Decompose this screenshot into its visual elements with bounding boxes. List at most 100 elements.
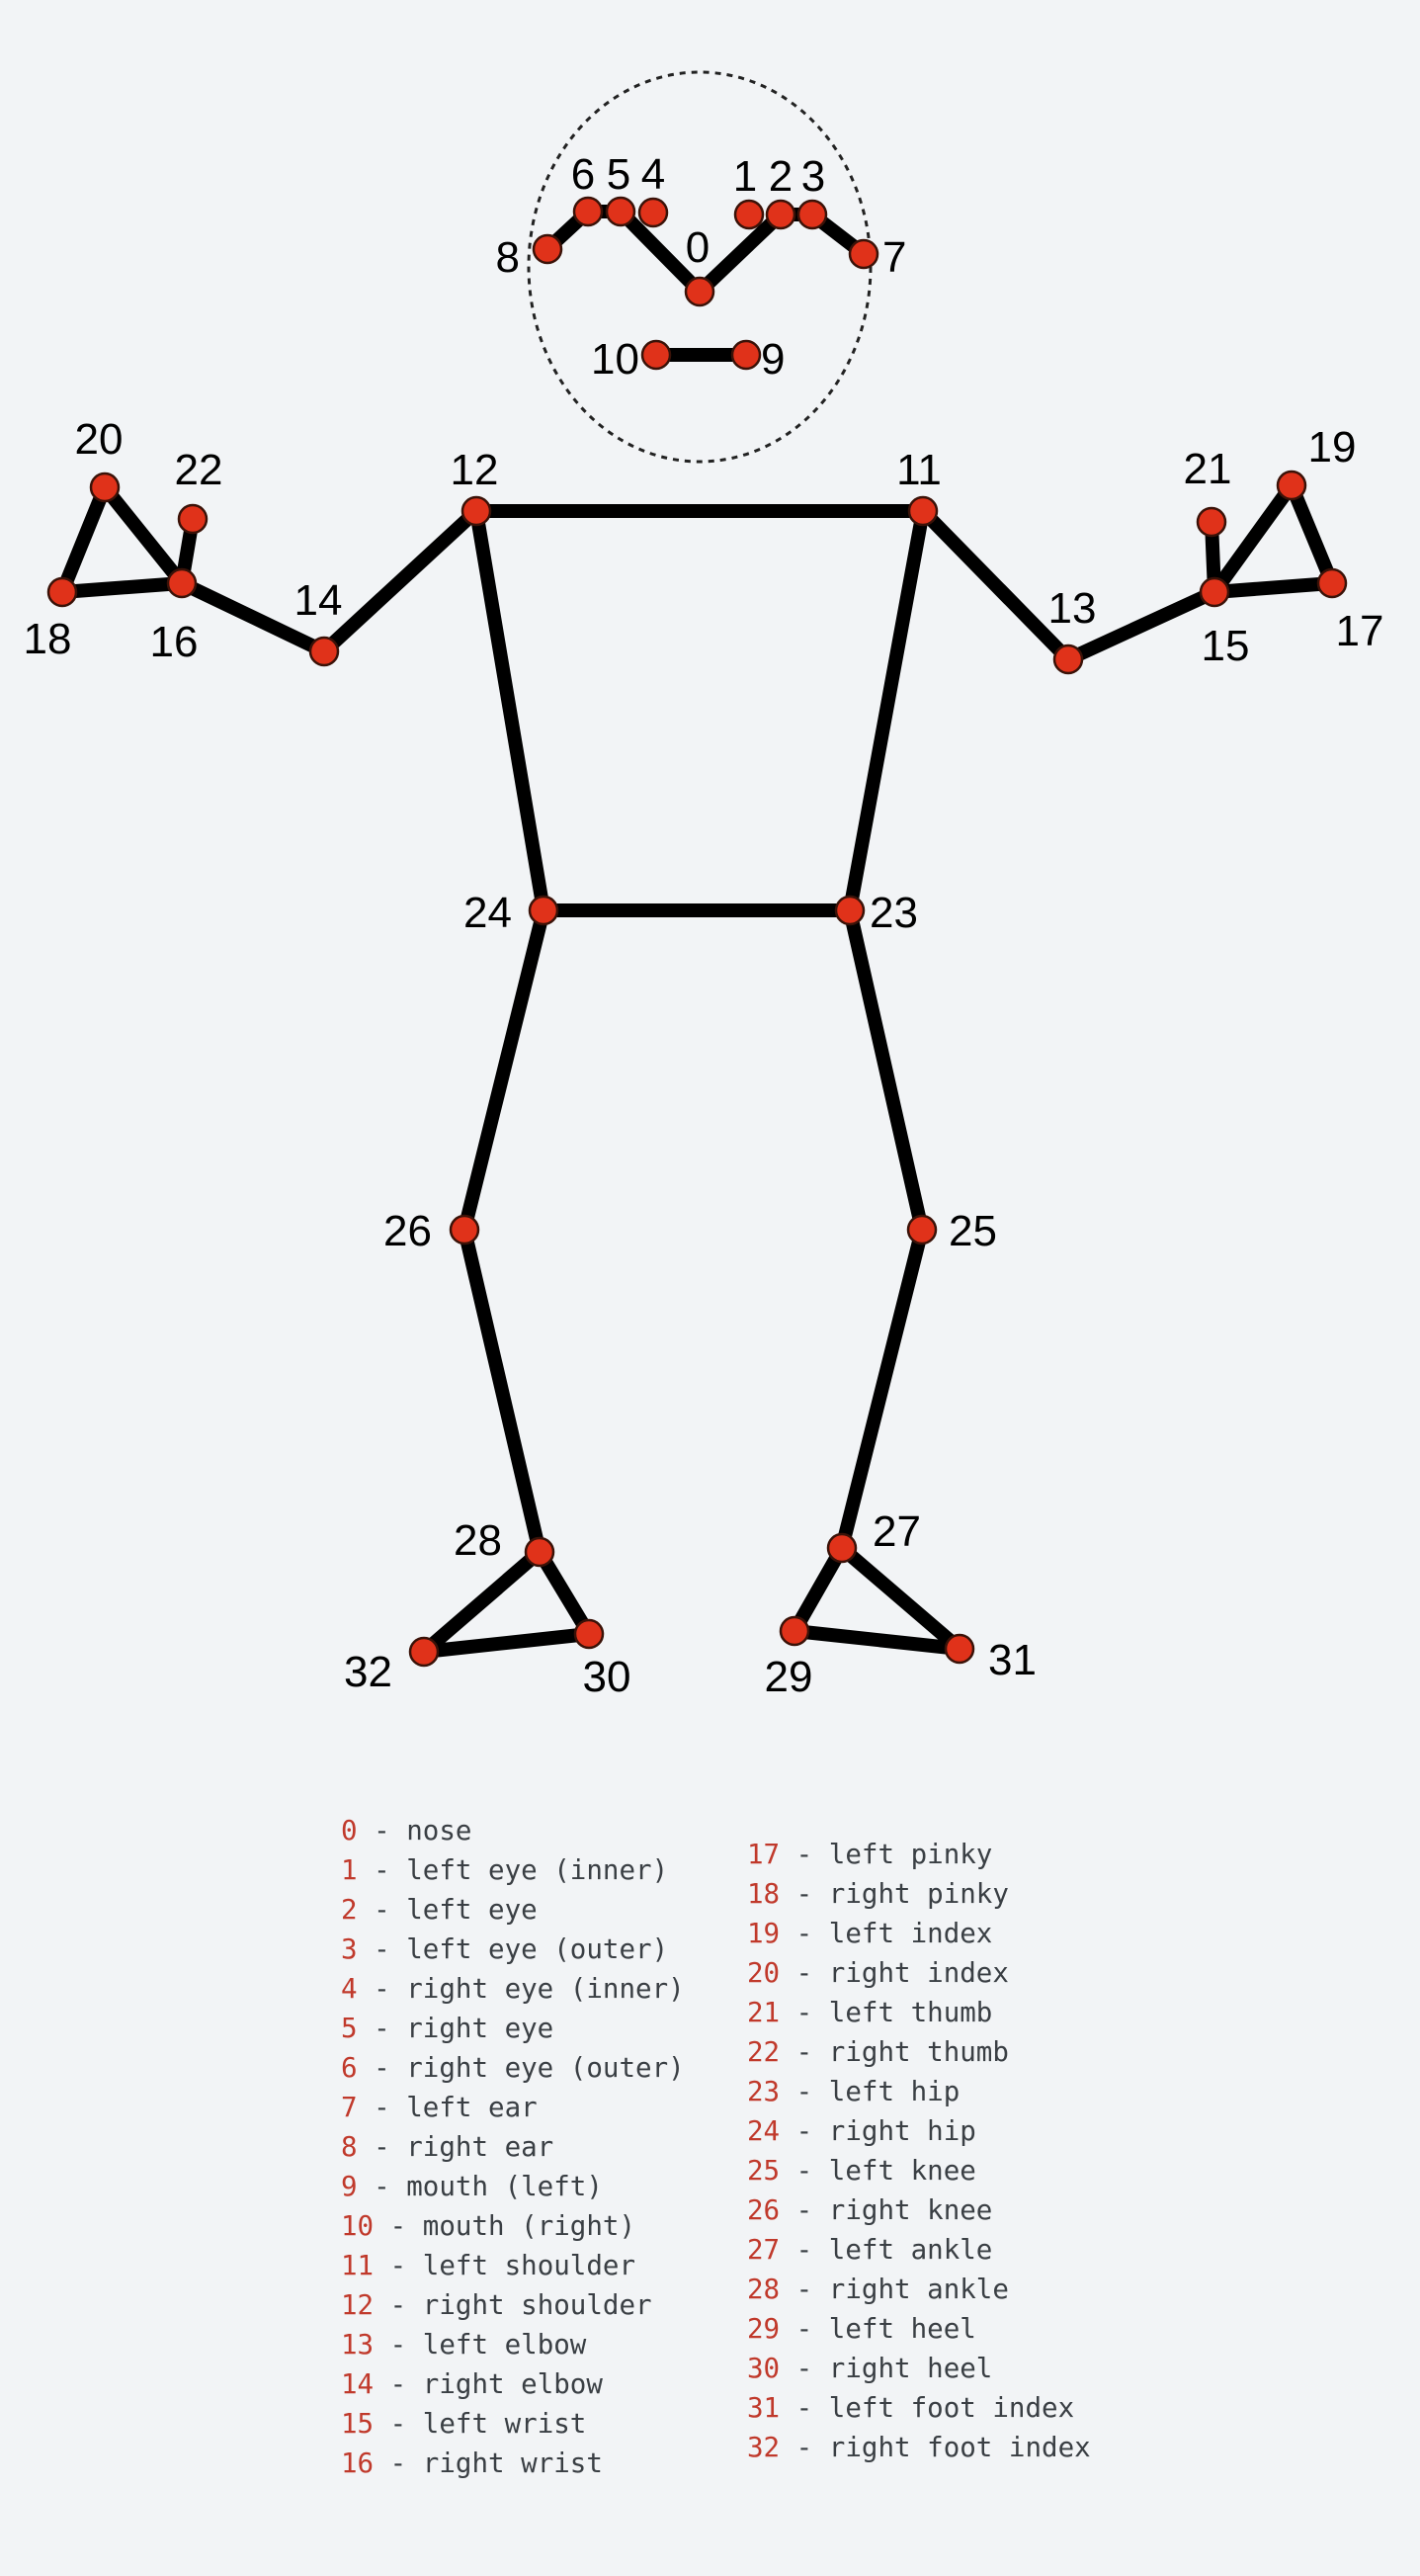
joint-label-22: 22 [175,446,223,494]
legend-index: 0 [341,1815,358,1846]
joint-label-2: 2 [769,152,793,201]
joint-label-6: 6 [571,150,595,199]
legend-item-15: 15 - left wrist [341,2404,685,2444]
legend-index: 16 [341,2447,375,2479]
joint-12 [460,495,492,527]
joint-8 [532,233,563,265]
joint-label-17: 17 [1336,607,1384,655]
legend-name: - right pinky [780,1878,1009,1910]
joint-23 [834,895,866,926]
bone-19-15 [1208,478,1298,599]
legend-name: - right shoulder [374,2289,652,2321]
joint-15 [1199,576,1230,608]
legend-name: - left thumb [780,1997,993,2028]
legend-index: 17 [747,1839,781,1870]
skeleton-joints [46,196,1348,1668]
joint-26 [449,1214,480,1245]
legend-item-30: 30 - right heel [747,2349,1091,2388]
joint-32 [408,1636,440,1668]
legend-index: 22 [747,2036,781,2068]
legend-name: - left hip [780,2076,961,2107]
joint-19 [1276,470,1307,501]
joint-6 [572,196,604,227]
legend-index: 28 [747,2274,781,2305]
joint-label-7: 7 [882,233,906,282]
legend-index: 26 [747,2194,781,2226]
legend-item-2: 2 - left eye [341,1890,685,1930]
bone-13-15 [1061,585,1221,666]
legend-item-14: 14 - right elbow [341,2364,685,2404]
bone-20-16 [98,480,189,590]
legend-name: - right index [780,1957,1009,1989]
legend-index: 15 [341,2408,375,2440]
legend-name: - right thumb [780,2036,1009,2068]
legend-name: - right hip [780,2115,976,2147]
bone-23-25 [843,903,929,1237]
bone-5-0 [614,205,707,299]
legend-name: - right elbow [374,2368,603,2400]
legend-item-27: 27 - left ankle [747,2230,1091,2270]
legend-item-6: 6 - right eye (outer) [341,2048,685,2088]
legend-index: 8 [341,2131,358,2163]
legend-index: 21 [747,1997,781,2028]
joint-label-20: 20 [75,415,124,464]
legend-name: - left index [780,1918,993,1949]
legend-index: 1 [341,1854,358,1886]
legend-index: 24 [747,2115,781,2147]
legend-item-1: 1 - left eye (inner) [341,1850,685,1890]
joint-0 [684,276,715,307]
legend-item-26: 26 - right knee [747,2190,1091,2230]
joint-label-12: 12 [451,446,499,494]
legend-name: - right eye (outer) [357,2052,685,2084]
joint-label-5: 5 [607,150,630,199]
legend-index: 12 [341,2289,375,2321]
joint-28 [524,1536,555,1568]
joint-14 [308,636,340,667]
legend-item-10: 10 - mouth (right) [341,2206,685,2246]
legend-name: - left pinky [780,1839,993,1870]
bone-31-27 [835,1541,966,1656]
joint-2 [765,199,796,230]
bone-11-13 [916,504,1075,666]
joint-29 [779,1615,810,1647]
legend-item-24: 24 - right hip [747,2111,1091,2151]
legend-item-4: 4 - right eye (inner) [341,1969,685,2009]
bone-14-16 [175,576,331,658]
legend-item-9: 9 - mouth (left) [341,2167,685,2206]
joint-11 [907,495,939,527]
legend-column-right: 17 - left pinky 18 - right pinky 19 - left… [747,1835,1091,2467]
skeleton-bones [55,205,1339,1659]
legend-name: - left foot index [780,2392,1075,2424]
bone-30-32 [417,1627,596,1659]
legend-name: - left ankle [780,2234,993,2266]
joint-label-31: 31 [988,1636,1037,1684]
legend-index: 30 [747,2353,781,2384]
bone-15-17 [1208,576,1339,599]
bone-11-23 [843,504,930,917]
joint-31 [944,1633,975,1665]
legend-name: - left eye (inner) [357,1854,669,1886]
legend-name: - right wrist [374,2447,603,2479]
legend-name: - left ear [357,2092,538,2123]
legend-index: 3 [341,1933,358,1965]
joint-label-23: 23 [870,889,918,937]
joint-label-1: 1 [733,152,757,201]
bone-12-14 [317,504,483,658]
legend-index: 9 [341,2171,358,2202]
legend-name: - right eye (inner) [357,1973,685,2005]
legend-item-11: 11 - left shoulder [341,2246,685,2285]
joint-label-25: 25 [949,1207,997,1255]
legend-item-22: 22 - right thumb [747,2032,1091,2072]
legend-index: 19 [747,1918,781,1949]
joint-label-32: 32 [344,1648,392,1696]
legend-index: 18 [747,1878,781,1910]
legend-index: 4 [341,1973,358,2005]
joint-label-10: 10 [591,335,639,384]
joint-20 [89,472,121,503]
joint-3 [796,199,828,230]
joint-label-0: 0 [686,223,710,272]
legend-index: 31 [747,2392,781,2424]
legend-index: 6 [341,2052,358,2084]
